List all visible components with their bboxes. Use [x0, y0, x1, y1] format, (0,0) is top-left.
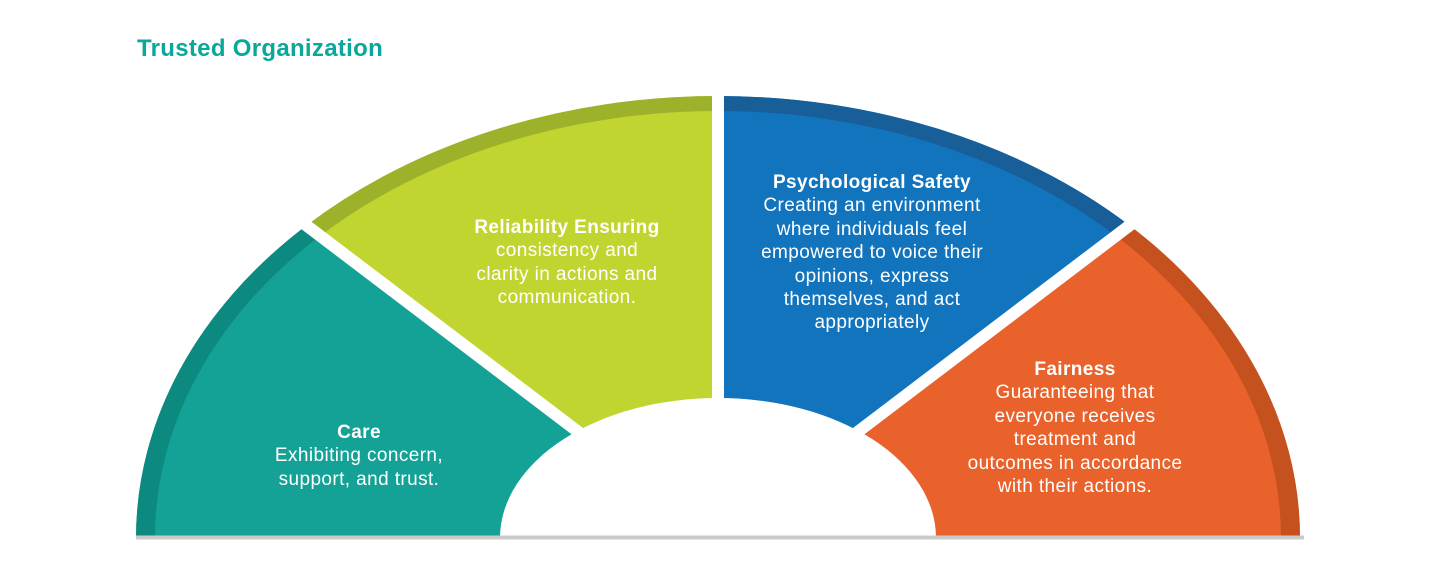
fairness-description: Guaranteeing that everyone receives trea… [967, 382, 1183, 498]
care-segment-rim-shade [136, 225, 320, 538]
psychological-safety-label-block: Psychological Safety Creating an environ… [761, 171, 983, 335]
care-label: Care [337, 422, 381, 443]
care-label-block: Care Exhibiting concern, support, and tr… [275, 421, 443, 491]
reliability-label: Reliability Ensuring [474, 217, 660, 238]
reliability-description: consistency and clarity in actions and c… [476, 240, 658, 309]
baseline-bar [136, 535, 1304, 540]
fairness-label-block: Fairness Guaranteeing that everyone rece… [968, 358, 1183, 498]
fairness-label: Fairness [1034, 359, 1116, 380]
psychological-safety-segment-rim-shade [718, 96, 1130, 237]
fairness-segment-rim-shade [1116, 225, 1300, 538]
care-description: Exhibiting concern, support, and trust. [274, 445, 444, 490]
psychological-safety-description: Creating an environment where individual… [761, 195, 983, 334]
page-title: Trusted Organization [137, 35, 384, 62]
reliability-label-block: Reliability Ensuring consistency and cla… [474, 216, 659, 310]
psychological-safety-label: Psychological Safety [772, 172, 972, 193]
donut-hole [500, 398, 936, 567]
reliability-segment-rim-shade [306, 96, 718, 237]
